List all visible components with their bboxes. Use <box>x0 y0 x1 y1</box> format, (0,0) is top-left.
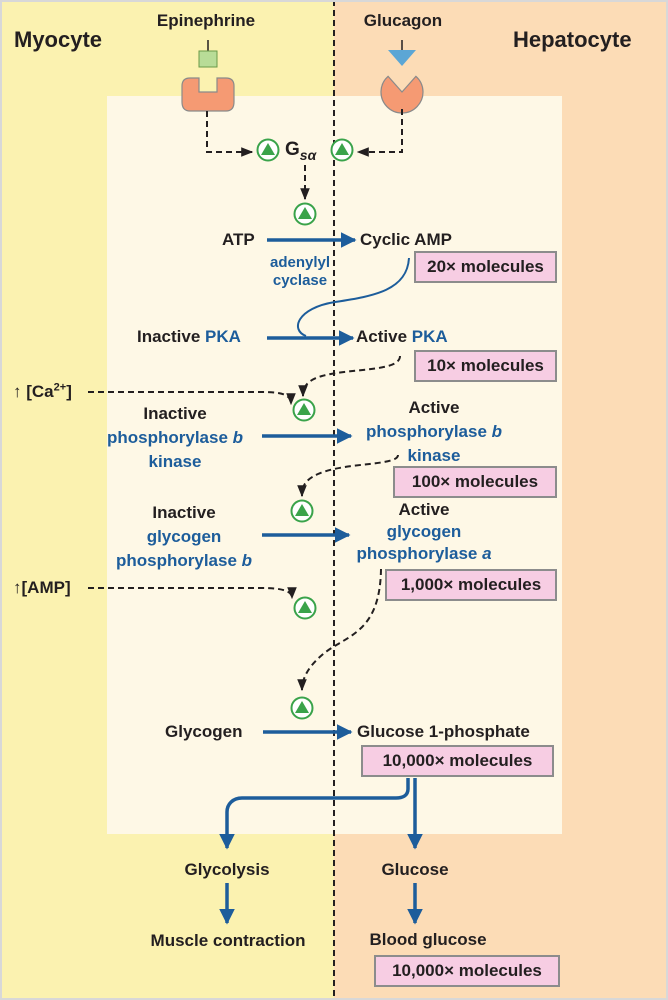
inactive-phosphorylase-label: Inactive glycogen phosphorylase b <box>116 501 252 573</box>
connector-pka-kinase <box>298 355 401 398</box>
active-pka-label: Active PKA <box>356 327 448 347</box>
glucagon-icon <box>388 40 416 66</box>
kinase-name-line2: kinase <box>148 452 202 471</box>
g-protein-label: Gsα <box>285 139 317 164</box>
connector-amp-phosphorylase <box>88 587 297 600</box>
connector-calcium-kinase <box>88 391 296 406</box>
g-protein-base: G <box>285 139 300 160</box>
amplification-badge-camp: 20× molecules <box>414 251 557 283</box>
amplification-badge-kinase: 100× molecules <box>393 466 557 498</box>
epinephrine-label: Epinephrine <box>156 11 256 30</box>
phosphorylase-name-italic: a <box>482 544 492 563</box>
muscle-contraction-label: Muscle contraction <box>150 931 306 950</box>
glycogen-label: Glycogen <box>165 722 243 741</box>
phosphorylase-name-text: phosphorylase <box>356 544 483 563</box>
pka-enzyme-name: PKA <box>205 327 241 346</box>
activation-icon <box>290 696 314 720</box>
hepatocyte-title: Hepatocyte <box>513 27 632 52</box>
kinase-name-line2: kinase <box>407 446 461 465</box>
phosphorylase-name-line3: phosphorylase b <box>116 549 252 573</box>
kinase-name-text: phosphorylase <box>106 428 233 447</box>
amplification-badge-g1p: 10,000× molecules <box>361 745 554 777</box>
kinase-name-line1: phosphorylase b <box>107 426 243 450</box>
adenylyl-cyclase-line2: cyclase <box>272 272 328 289</box>
glucagon-receptor-icon <box>380 75 424 114</box>
inactive-word: Inactive <box>152 503 216 522</box>
pka-enzyme-name: PKA <box>411 327 448 346</box>
g-protein-subscript: sα <box>299 147 317 163</box>
kinase-name-line1: phosphorylase b <box>366 420 502 444</box>
calcium-prefix: [Ca <box>26 382 54 401</box>
adenylyl-cyclase-line1: adenylyl <box>269 254 331 271</box>
calcium-suffix: ] <box>66 382 72 401</box>
phosphorylase-name-line2: glycogen <box>146 527 222 546</box>
amp-label: ↑[AMP] <box>13 578 71 597</box>
connector-kinase-phosphorylase <box>297 454 399 498</box>
kinase-name-text: phosphorylase <box>365 422 492 441</box>
calcium-label: ↑ [Ca2+] <box>13 382 72 402</box>
inactive-kinase-label: Inactive phosphorylase b kinase <box>107 402 243 474</box>
active-kinase-label: Active phosphorylase b kinase <box>366 396 502 468</box>
activation-icon <box>293 596 317 620</box>
inactive-word: Inactive <box>143 404 207 423</box>
adenylyl-cyclase-label: adenylyl cyclase <box>270 254 330 290</box>
up-arrow-icon: ↑ <box>13 382 22 401</box>
glucagon-label: Glucagon <box>363 11 443 30</box>
phosphorylase-name-italic: b <box>241 551 253 570</box>
epinephrine-icon <box>198 40 218 68</box>
glucose-1-phosphate-label: Glucose 1-phosphate <box>357 722 530 741</box>
camp-to-pka-curve <box>296 257 410 337</box>
kinase-name-italic: b <box>491 422 503 441</box>
amplification-badge-pka: 10× molecules <box>414 350 557 382</box>
connector-glucagon-gs <box>356 109 403 157</box>
phosphorylase-name-line2: glycogen <box>386 522 462 541</box>
connector-epinephrine-gs <box>206 111 254 157</box>
connector-phosphorylase-glycogen <box>297 568 382 692</box>
glycolysis-label: Glycolysis <box>184 860 270 879</box>
phosphorylase-name-text: phosphorylase <box>115 551 242 570</box>
atp-label: ATP <box>222 230 255 249</box>
active-word: Active <box>408 398 460 417</box>
activation-icon <box>293 202 317 226</box>
phosphorylase-name-line3: phosphorylase a <box>356 543 491 565</box>
myocyte-title: Myocyte <box>14 27 103 52</box>
activation-icon <box>330 138 354 162</box>
inactive-pka-label: Inactive PKA <box>137 327 241 347</box>
active-prefix: Active <box>356 327 412 346</box>
cyclic-amp-label: Cyclic AMP <box>360 230 452 249</box>
glucose-label: Glucose <box>381 860 449 879</box>
activation-icon <box>292 398 316 422</box>
beta-adrenergic-receptor-icon <box>181 77 235 112</box>
amplification-badge-blood-glucose: 10,000× molecules <box>374 955 560 987</box>
blood-glucose-label: Blood glucose <box>369 930 487 949</box>
inactive-prefix: Inactive <box>137 327 206 346</box>
active-word: Active <box>398 500 450 519</box>
activation-icon <box>256 138 280 162</box>
kinase-name-italic: b <box>232 428 244 447</box>
amplification-badge-phosphorylase: 1,000× molecules <box>385 569 557 601</box>
active-phosphorylase-label: Active glycogen phosphorylase a <box>356 499 491 565</box>
activation-icon <box>290 499 314 523</box>
arrow-g1p-glycolysis <box>219 778 410 850</box>
calcium-charge: 2+ <box>53 381 67 394</box>
